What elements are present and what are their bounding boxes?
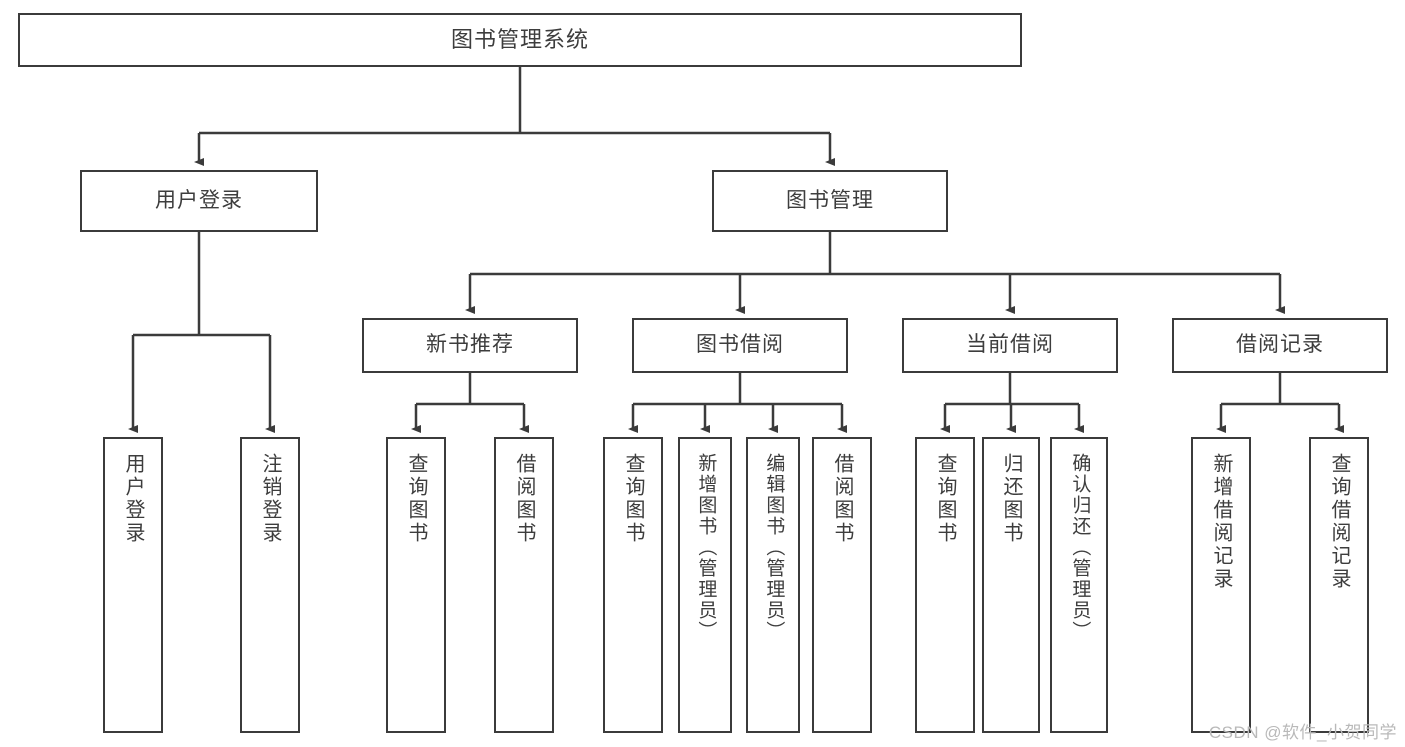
leaf-borrow-record-query-label: 查询借阅记录 [1328, 453, 1350, 591]
node-root-system[interactable]: 图书管理系统 [18, 13, 1022, 67]
leaf-current-borrow-return[interactable]: 归还图书 [982, 437, 1040, 733]
leaf-new-book-borrow[interactable]: 借阅图书 [494, 437, 554, 733]
leaf-new-book-query[interactable]: 查询图书 [386, 437, 446, 733]
leaf-current-borrow-return-label: 归还图书 [1000, 453, 1022, 545]
leaf-current-borrow-confirm[interactable]: 确认归还（管理员） [1050, 437, 1108, 733]
node-borrow-record-label: 借阅记录 [1236, 333, 1324, 357]
watermark-text: CSDN @软件_小贺同学 [1208, 723, 1397, 742]
node-user-login[interactable]: 用户登录 [80, 170, 318, 232]
node-book-borrow-label: 图书借阅 [696, 333, 784, 357]
leaf-book-borrow-add[interactable]: 新增图书（管理员） [678, 437, 732, 733]
leaf-current-borrow-query[interactable]: 查询图书 [915, 437, 975, 733]
node-book-borrow[interactable]: 图书借阅 [632, 318, 848, 373]
leaf-current-borrow-query-label: 查询图书 [934, 453, 956, 545]
leaf-book-borrow-add-label: 新增图书（管理员） [695, 453, 717, 642]
leaf-book-borrow-edit-label: 编辑图书（管理员） [763, 453, 785, 642]
node-user-login-label: 用户登录 [155, 188, 243, 212]
leaf-user-login-signout[interactable]: 注销登录 [240, 437, 300, 733]
node-new-book-recommend[interactable]: 新书推荐 [362, 318, 578, 373]
leaf-user-login-signin[interactable]: 用户登录 [103, 437, 163, 733]
leaf-borrow-record-query[interactable]: 查询借阅记录 [1309, 437, 1369, 733]
leaf-user-login-signout-label: 注销登录 [259, 453, 281, 545]
leaf-new-book-borrow-label: 借阅图书 [513, 453, 535, 545]
node-new-book-recommend-label: 新书推荐 [426, 333, 514, 357]
leaf-book-borrow-borrow[interactable]: 借阅图书 [812, 437, 872, 733]
leaf-book-borrow-edit[interactable]: 编辑图书（管理员） [746, 437, 800, 733]
node-borrow-record[interactable]: 借阅记录 [1172, 318, 1388, 373]
leaf-book-borrow-query[interactable]: 查询图书 [603, 437, 663, 733]
node-book-management[interactable]: 图书管理 [712, 170, 948, 232]
leaf-book-borrow-borrow-label: 借阅图书 [831, 453, 853, 545]
node-root-system-label: 图书管理系统 [450, 27, 589, 53]
leaf-new-book-query-label: 查询图书 [405, 453, 427, 545]
node-current-borrow[interactable]: 当前借阅 [902, 318, 1118, 373]
leaf-book-borrow-query-label: 查询图书 [622, 453, 644, 545]
node-current-borrow-label: 当前借阅 [966, 333, 1054, 357]
node-book-management-label: 图书管理 [786, 188, 874, 212]
leaf-borrow-record-add[interactable]: 新增借阅记录 [1191, 437, 1251, 733]
leaf-user-login-signin-label: 用户登录 [122, 453, 144, 545]
leaf-current-borrow-confirm-label: 确认归还（管理员） [1069, 453, 1091, 642]
leaf-borrow-record-add-label: 新增借阅记录 [1210, 453, 1232, 591]
